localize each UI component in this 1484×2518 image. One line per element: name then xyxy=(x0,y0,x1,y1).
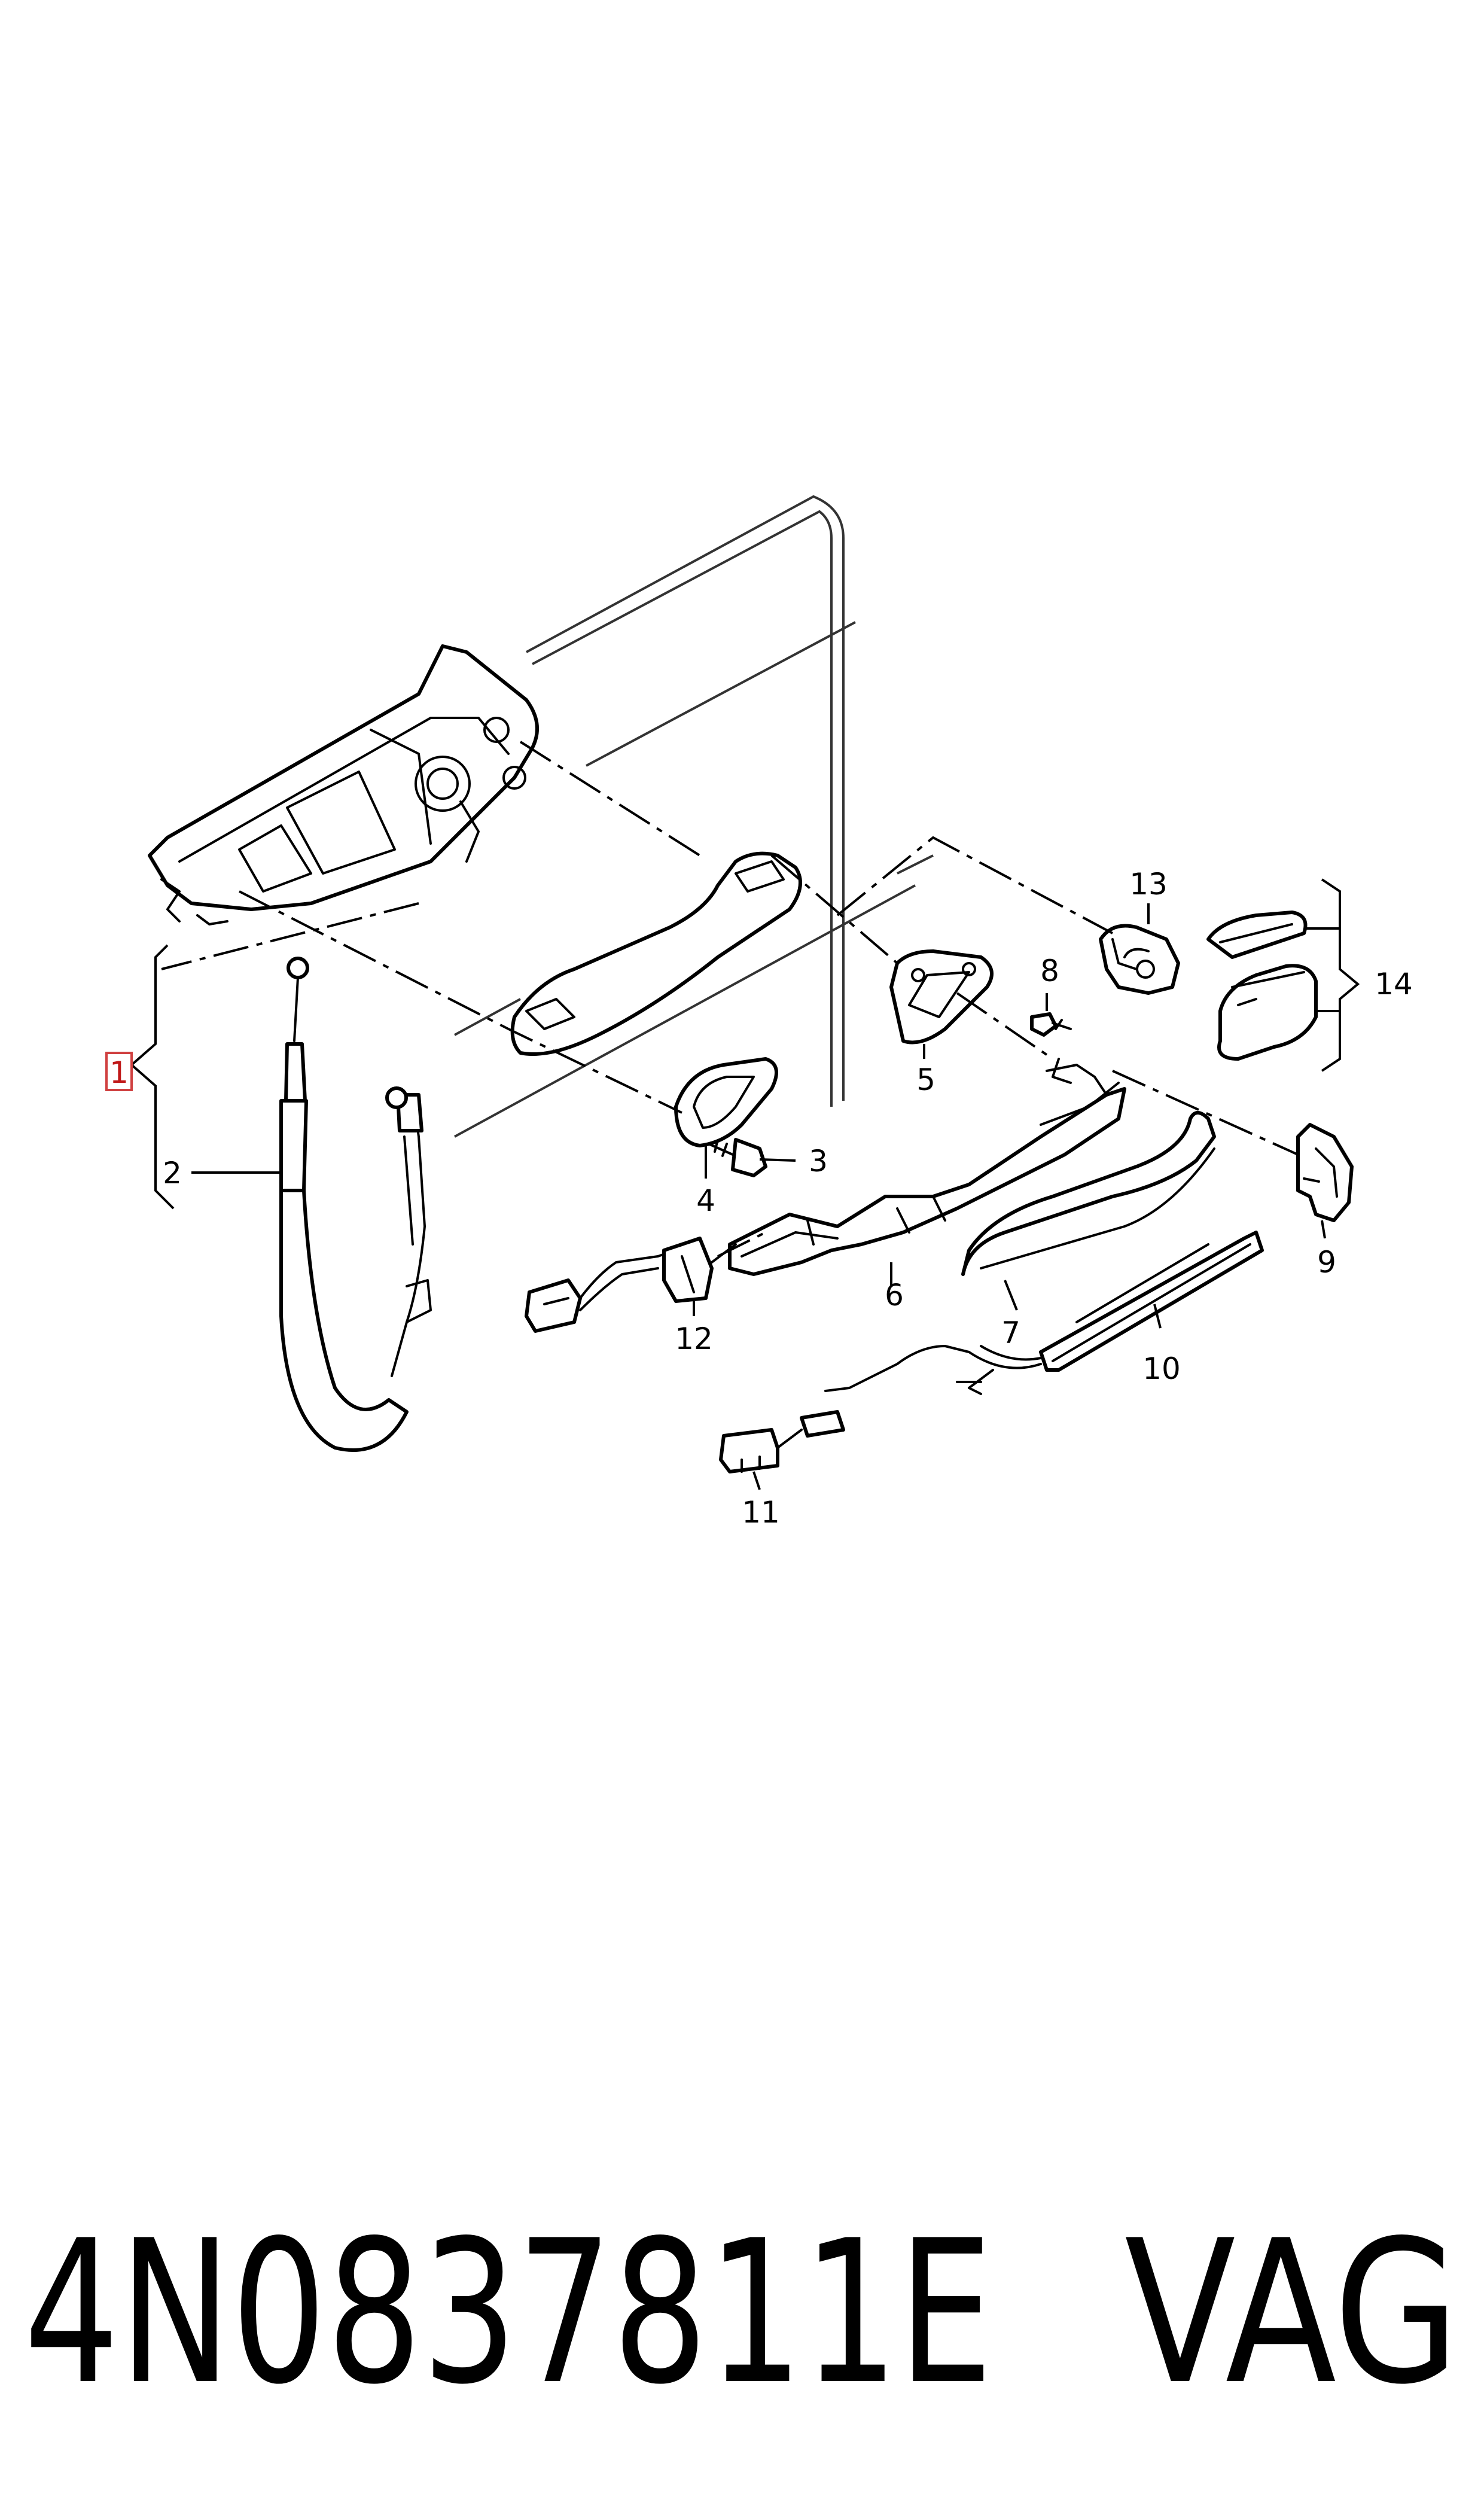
callout-labels: 1 2 3 4 5 6 7 8 9 10 11 12 13 14 xyxy=(105,867,1413,1530)
sensor-strip-10 xyxy=(824,1231,1264,1395)
screw-3 xyxy=(705,1138,767,1177)
callout-9: 9 xyxy=(1317,1245,1336,1280)
cover-cap-14-top xyxy=(1206,911,1308,959)
handle-grip-7 xyxy=(961,1111,1216,1276)
door-handle-recess xyxy=(510,851,802,1056)
cover-cap-14-bottom xyxy=(1217,964,1318,1061)
callout-6: 6 xyxy=(885,1278,904,1313)
handle-frame-6 xyxy=(728,1058,1126,1276)
callout-2: 2 xyxy=(163,1156,182,1191)
callout-11: 11 xyxy=(742,1495,780,1530)
screw-8 xyxy=(1030,1012,1072,1037)
brand-name: VAG xyxy=(1125,2198,1459,2428)
door-panel-outline xyxy=(454,495,934,1138)
callout-10: 10 xyxy=(1142,1351,1181,1386)
callout-3: 3 xyxy=(809,1144,828,1179)
callout-14: 14 xyxy=(1375,967,1413,1001)
end-clip-9 xyxy=(1296,1123,1354,1222)
handle-carrier-bracket xyxy=(148,644,539,925)
lock-cylinder-13 xyxy=(1099,924,1180,995)
wiring-harness-12 xyxy=(525,1237,737,1333)
callout-4: 4 xyxy=(696,1183,715,1218)
bowden-cable xyxy=(279,957,432,1452)
callout-1: 1 xyxy=(109,1055,129,1090)
callout-13: 13 xyxy=(1129,867,1168,902)
seal-gasket-5 xyxy=(889,949,994,1045)
seal-gasket-4 xyxy=(674,1057,778,1147)
callout-8: 8 xyxy=(1040,954,1059,988)
part-number: 4N0837811E xyxy=(24,2198,993,2428)
leader-lines xyxy=(129,878,1360,1490)
callout-1-box xyxy=(105,1052,133,1091)
callout-5: 5 xyxy=(916,1062,936,1097)
footer: 4N0837811E VAG xyxy=(24,2198,1459,2428)
assembly-lines xyxy=(161,741,1299,1258)
connector-11 xyxy=(719,1410,845,1473)
callout-7: 7 xyxy=(1001,1316,1020,1350)
recess-detail-2 xyxy=(735,860,785,893)
recess-detail xyxy=(525,998,575,1030)
callout-12: 12 xyxy=(675,1322,713,1356)
